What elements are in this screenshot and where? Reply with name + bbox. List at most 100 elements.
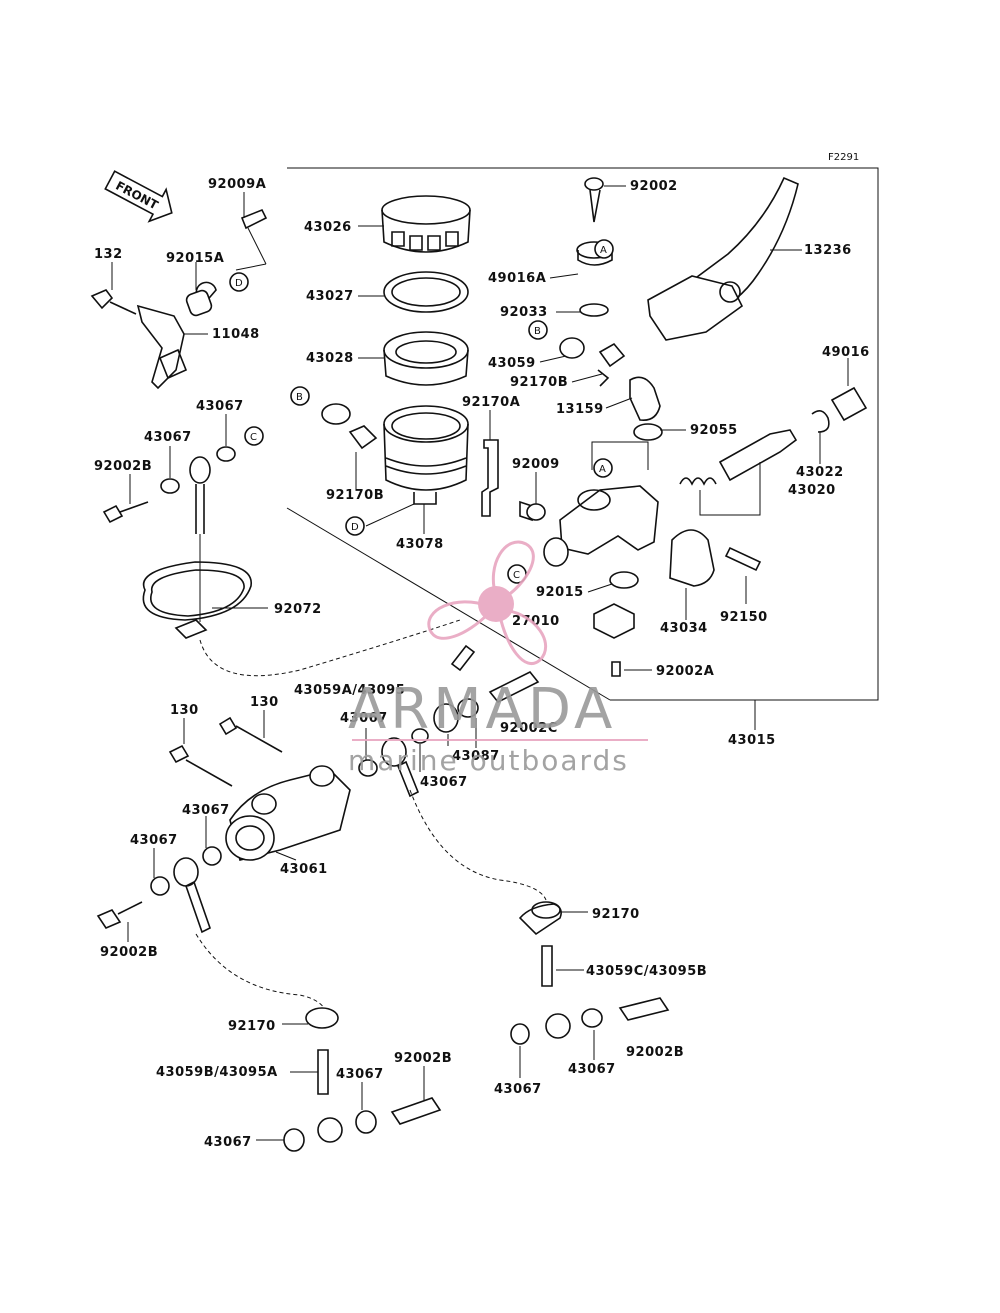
part-label: 92150 [720, 610, 768, 625]
part-label: 43067 [204, 1135, 252, 1150]
reservoir-cap [381, 195, 471, 253]
part-label: 92002 [630, 179, 678, 194]
part-label: 92009 [512, 457, 560, 472]
hose-route-2 [409, 789, 547, 901]
part-label: 92072 [274, 602, 322, 617]
brand-name: ARMADA [348, 677, 616, 742]
reservoir-body [383, 405, 469, 505]
callout-c-1 [244, 426, 264, 446]
part-label: 11048 [212, 327, 260, 342]
part-label: 92002B [100, 945, 158, 960]
leader-lines [111, 185, 849, 1141]
part-label: 43034 [660, 621, 708, 636]
callout-markers: D A B B C A D C [229, 239, 614, 584]
part-label: 13236 [804, 243, 852, 258]
reservoir-diaphragm-plate [383, 271, 469, 313]
callout-c-text-2: C [513, 570, 520, 581]
elbow-fitting [629, 376, 663, 441]
small-bolt [519, 500, 546, 522]
part-label: 92170A [462, 395, 520, 410]
part-label: 92002B [626, 1045, 684, 1060]
callout-a-text-2: A [599, 464, 606, 475]
lower-left-banjo [96, 857, 211, 934]
callout-d-text-1: D [235, 278, 243, 289]
hose-fittings-mid [358, 644, 540, 798]
piston-kit [679, 429, 798, 516]
reservoir-bracket [481, 439, 499, 517]
part-label: 92170B [510, 375, 568, 390]
part-label: 92170B [326, 488, 384, 503]
callout-c-text-1: C [250, 432, 257, 443]
callout-d-2 [345, 516, 365, 536]
part-label: 130 [250, 695, 279, 710]
part-label: 43026 [304, 220, 352, 235]
part-label: 92002C [500, 721, 558, 736]
part-label: 43067 [182, 803, 230, 818]
armada-watermark-logo: ARMADA marine outboards [348, 540, 648, 777]
front-arrow-icon: FRONT [104, 170, 173, 223]
piston-boot-left [321, 403, 378, 450]
part-label: 43067 [336, 1067, 384, 1082]
part-label: 43059A/43095 [294, 683, 405, 698]
part-label: 43067 [144, 430, 192, 445]
part-label: 130 [170, 703, 199, 718]
brand-tagline: marine outboards [348, 744, 629, 777]
front-banjo-bolt [102, 446, 252, 639]
part-labels: 92009A 92002 43026 13236 132 92015A 4901… [94, 177, 870, 1150]
part-label: 132 [94, 247, 123, 262]
part-label: 92009A [208, 177, 266, 192]
switch-assembly [593, 571, 639, 677]
part-label: 92033 [500, 305, 548, 320]
part-label: 43015 [728, 733, 776, 748]
lower-hose-fittings [283, 901, 670, 1152]
hose-route-3 [195, 933, 327, 1013]
part-label: 43061 [280, 862, 328, 877]
part-label: 43059B/43095A [156, 1065, 278, 1080]
part-label: 43067 [568, 1062, 616, 1077]
reservoir-diaphragm [383, 331, 469, 386]
brake-joint [168, 716, 351, 866]
callout-b-1 [528, 320, 548, 340]
part-label: 43067 [130, 833, 178, 848]
part-label: 43059C/43095B [586, 964, 707, 979]
part-label: 92015A [166, 251, 224, 266]
part-label: 43067 [494, 1082, 542, 1097]
callout-a-2 [593, 458, 613, 478]
part-label: 43067 [196, 399, 244, 414]
part-label: 43078 [396, 537, 444, 552]
master-cylinder-body [543, 441, 659, 567]
part-label: 43087 [452, 749, 500, 764]
part-label: 49016 [822, 345, 870, 360]
part-label: 49016A [488, 271, 546, 286]
callout-d-1 [229, 272, 249, 292]
part-label: 43022 [796, 465, 844, 480]
part-label: 92055 [690, 423, 738, 438]
part-label: 43059 [488, 356, 536, 371]
propeller-icon [427, 540, 547, 665]
callout-b-text-2: B [296, 392, 303, 403]
piston-boot-right [559, 337, 626, 387]
part-label: 92170 [228, 1019, 276, 1034]
callout-b-2 [290, 386, 310, 406]
part-label: 92002A [656, 664, 714, 679]
part-label: 92002B [394, 1051, 452, 1066]
callout-b-text-1: B [534, 326, 541, 337]
handlebar-holder [669, 529, 762, 587]
part-label: 92002B [94, 459, 152, 474]
part-label: 92015 [536, 585, 584, 600]
part-label: 13159 [556, 402, 604, 417]
part-label: 43067 [420, 775, 468, 790]
part-label: 43027 [306, 289, 354, 304]
hose-route-1 [199, 619, 461, 677]
callout-a-text-1: A [600, 245, 607, 256]
callout-a-1 [594, 239, 614, 259]
bracket-assembly [90, 208, 268, 390]
lever-assembly [576, 176, 799, 341]
part-label: 43020 [788, 483, 836, 498]
callout-d-text-2: D [351, 522, 359, 533]
part-label: 92170 [592, 907, 640, 922]
end-plug [811, 386, 868, 433]
figure-ref: F2291 [828, 152, 859, 163]
